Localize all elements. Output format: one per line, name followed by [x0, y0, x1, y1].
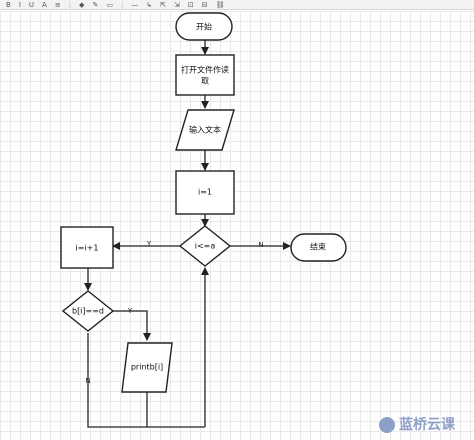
toolbar-item-ungroup[interactable]: ⊟ — [201, 0, 208, 9]
increment-label: i=i+1 — [76, 244, 99, 253]
brand-watermark-text: 蓝桥云课 — [399, 416, 456, 433]
toolbar-item-shadow[interactable]: ▭ — [106, 0, 113, 9]
start-terminator[interactable] — [175, 12, 233, 41]
edge-compare-yes-to-print — [113, 310, 151, 341]
toolbar-item-to-front[interactable]: ⇱ — [160, 0, 167, 9]
edge-label-yes-compare: Y — [127, 307, 133, 315]
toolbar-item-line-style[interactable]: — — [131, 0, 139, 9]
toolbar-item-group[interactable]: ⊡ — [187, 0, 194, 9]
end-terminator[interactable] — [290, 233, 347, 262]
toolbar-item-italic[interactable]: I — [18, 0, 21, 9]
edge-label-no-loop: N — [258, 241, 263, 249]
open-file-label-line2: 取 — [201, 77, 209, 86]
open-file-process[interactable] — [175, 54, 235, 96]
toolbar-item-bold[interactable]: B — [6, 0, 11, 9]
loop-condition-label: i<=a — [195, 242, 216, 251]
toolbar-divider: | — [68, 0, 72, 9]
init-process[interactable] — [175, 170, 235, 215]
input-text-label: 输入文本 — [189, 125, 221, 135]
toolbar-item-underline[interactable]: U — [28, 0, 35, 9]
compare-label: b[i]==d — [72, 307, 104, 316]
toolbar-item-align[interactable]: ≡ — [54, 0, 61, 9]
edge-label-yes-loop: Y — [146, 240, 152, 248]
start-label: 开始 — [196, 22, 212, 32]
input-text-io[interactable] — [175, 109, 235, 151]
toolbar-item-connector[interactable]: ↳ — [146, 0, 153, 9]
toolbar-item-to-back[interactable]: ⇲ — [174, 0, 180, 9]
diagram-canvas[interactable] — [0, 11, 474, 440]
end-label: 结束 — [310, 242, 326, 252]
edge-compare-no-loop-back — [87, 333, 205, 428]
compare-decision[interactable] — [61, 290, 115, 332]
brand-watermark: 蓝桥云课 — [379, 416, 456, 433]
toolbar-item-font-color[interactable]: A — [42, 0, 47, 9]
edge-label-no-compare: N — [85, 377, 90, 385]
loop-condition-decision[interactable] — [178, 225, 232, 267]
toolbar-divider: | — [120, 0, 124, 9]
open-file-label-line1: 打开文件作读 — [181, 65, 229, 75]
toolbar-item-fill-color[interactable]: ◆ — [79, 0, 85, 9]
brand-logo-icon — [379, 417, 395, 433]
format-toolbar: B I U A ≡ | ◆ ✎ ▭ | — ↳ ⇱ ⇲ ⊡ ⊟ ⛓ — [0, 0, 474, 10]
toolbar-item-link[interactable]: ⛓ — [215, 0, 225, 9]
init-label: i=1 — [198, 188, 212, 197]
print-label: printb[i] — [131, 363, 163, 372]
toolbar-item-line-color[interactable]: ✎ — [92, 0, 99, 9]
increment-process[interactable] — [60, 226, 114, 269]
print-io[interactable] — [121, 342, 173, 393]
